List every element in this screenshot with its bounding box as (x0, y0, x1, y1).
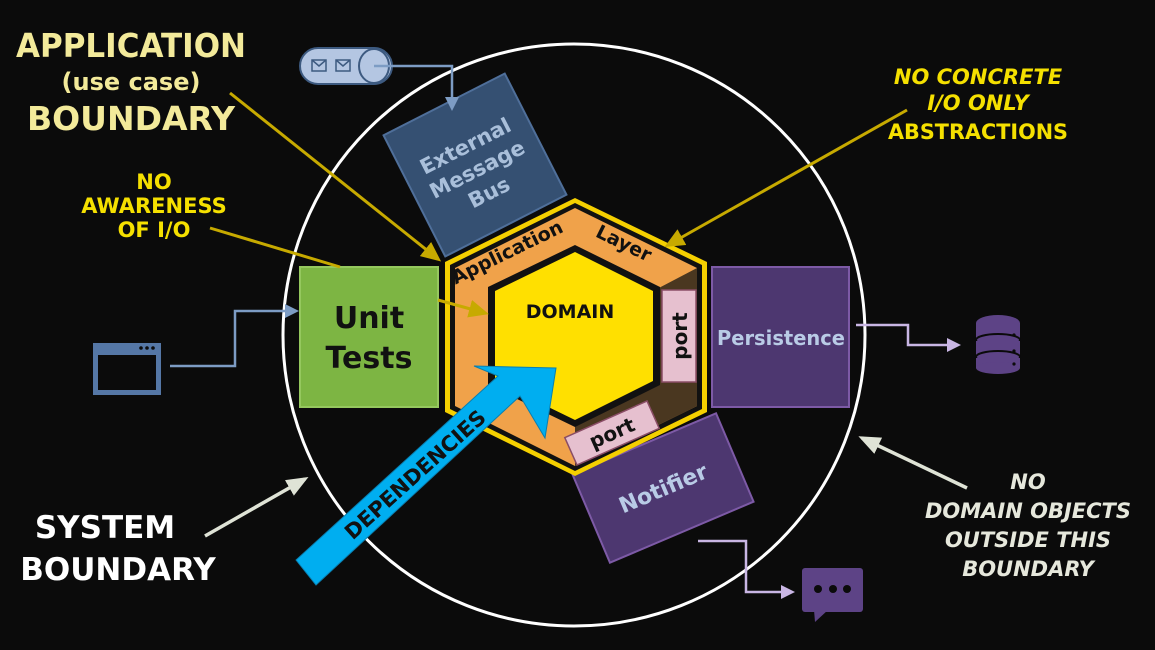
no-domain-objects-line3: OUTSIDE THIS (945, 528, 1111, 552)
system-boundary-annotation: SYSTEM BOUNDARY (20, 510, 216, 588)
no-concrete-line1: NO CONCRETE (894, 65, 1063, 89)
app-boundary-line1: APPLICATION (16, 26, 246, 65)
queue-to-bus-connector (374, 64, 459, 111)
persistence-adapter: Persistence (711, 266, 850, 408)
app-boundary-line2: (use case) (62, 68, 201, 96)
dependencies-label: DEPENDENCIES (340, 405, 491, 544)
no-concrete-line2: I/O ONLY (927, 91, 1030, 115)
system-boundary-circle (281, 42, 867, 628)
app-boundary-annotation: APPLICATION (use case) BOUNDARY (16, 26, 246, 138)
no-domain-objects-line2: DOMAIN OBJECTS (925, 499, 1131, 523)
no-concrete-annotation: NO CONCRETE I/O ONLY ABSTRACTIONS (888, 65, 1068, 144)
system-boundary-pointer (204, 477, 309, 538)
no-awareness-annotation: NO AWARENESS OF I/O (81, 170, 227, 242)
unit-tests-label-line1: Unit (334, 301, 404, 336)
no-domain-objects-line4: BOUNDARY (962, 557, 1095, 581)
no-concrete-pointer (664, 108, 908, 247)
system-boundary-line1: SYSTEM (35, 510, 175, 546)
unit-tests-label-line2: Tests (326, 341, 413, 376)
browser-window-icon (93, 343, 161, 395)
app-boundary-line3: BOUNDARY (27, 99, 236, 138)
no-awareness-line2: AWARENESS (81, 194, 227, 218)
port-right: port (661, 289, 697, 383)
no-awareness-pointer-b (437, 298, 489, 318)
port-right-label: port (668, 312, 692, 360)
database-icon (975, 315, 1021, 374)
message-bus-adapter: External Message Bus (382, 72, 568, 258)
no-domain-objects-line1: NO (1010, 470, 1046, 494)
chat-bubble-icon (802, 568, 863, 622)
no-awareness-line3: OF I/O (118, 218, 191, 242)
no-concrete-line3: ABSTRACTIONS (888, 120, 1068, 144)
browser-to-unit-tests-connector (170, 304, 299, 368)
no-awareness-line1: NO (136, 170, 171, 194)
notifier-adapter: Notifier (571, 412, 755, 564)
persistence-to-database-connector (856, 323, 961, 352)
persistence-label: Persistence (717, 326, 845, 350)
notifier-to-chat-connector (698, 539, 795, 599)
system-boundary-line2: BOUNDARY (20, 552, 216, 588)
unit-tests-adapter: Unit Tests (299, 266, 439, 408)
no-awareness-pointer-a (209, 226, 341, 269)
app-boundary-pointer (229, 91, 442, 262)
no-domain-objects-pointer (858, 436, 968, 490)
domain-label: DOMAIN (526, 301, 615, 323)
no-domain-objects-annotation: NO DOMAIN OBJECTS OUTSIDE THIS BOUNDARY (925, 470, 1131, 581)
